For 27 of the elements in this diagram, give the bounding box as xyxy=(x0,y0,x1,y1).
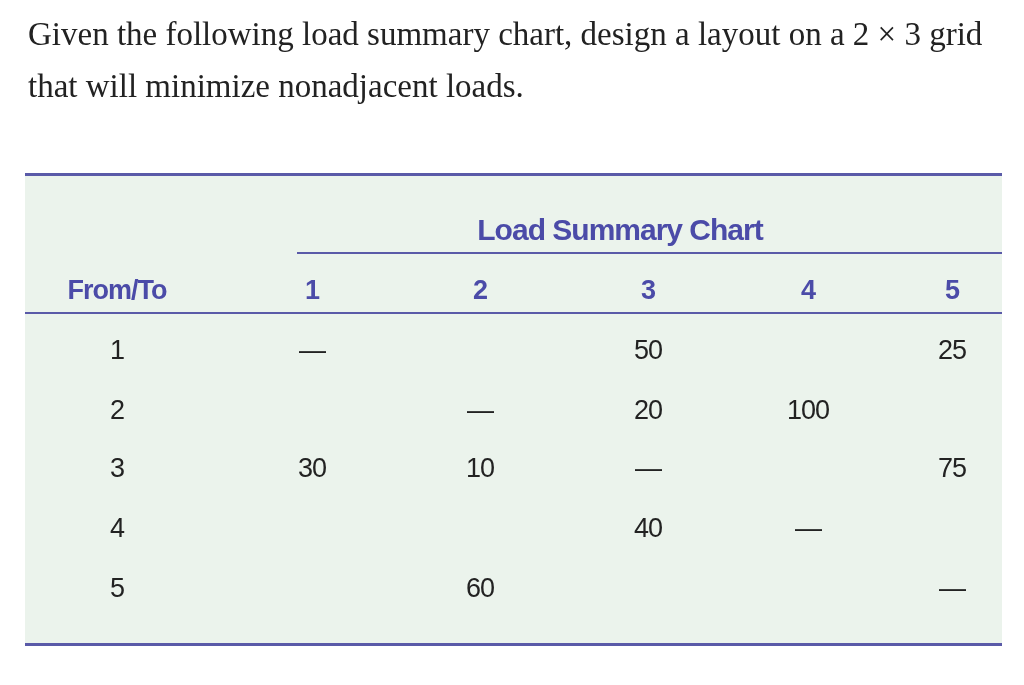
question-text: Given the following load summary chart, design a layout on a 2 × 3 grid that will minimize nonadjacent loads. xyxy=(28,15,984,106)
column-header: From/To xyxy=(67,274,167,306)
column-header: 2 xyxy=(473,274,487,306)
table-cell: 10 xyxy=(466,452,494,484)
table-cell: — xyxy=(467,394,493,426)
table-cell: 75 xyxy=(938,452,966,484)
column-header: 3 xyxy=(641,274,655,306)
row-header: 3 xyxy=(110,452,124,484)
table-cell: 30 xyxy=(298,452,326,484)
table-cell: 25 xyxy=(938,334,966,366)
table-cell: 50 xyxy=(634,334,662,366)
row-header: 5 xyxy=(110,572,124,604)
column-header: 1 xyxy=(305,274,319,306)
column-header: 5 xyxy=(945,274,959,306)
table-title: Load Summary Chart xyxy=(477,213,763,247)
table-cell: 20 xyxy=(634,394,662,426)
row-header: 2 xyxy=(110,394,124,426)
table-cell: — xyxy=(939,572,965,604)
table-cell: — xyxy=(299,334,325,366)
table-cell: 60 xyxy=(466,572,494,604)
table-cell: — xyxy=(635,452,661,484)
row-header: 1 xyxy=(110,334,124,366)
column-header: 4 xyxy=(801,274,815,306)
table-cell: 100 xyxy=(786,394,830,426)
table-cell: — xyxy=(795,512,821,544)
row-header: 4 xyxy=(110,512,124,544)
table-cell: 40 xyxy=(634,512,662,544)
